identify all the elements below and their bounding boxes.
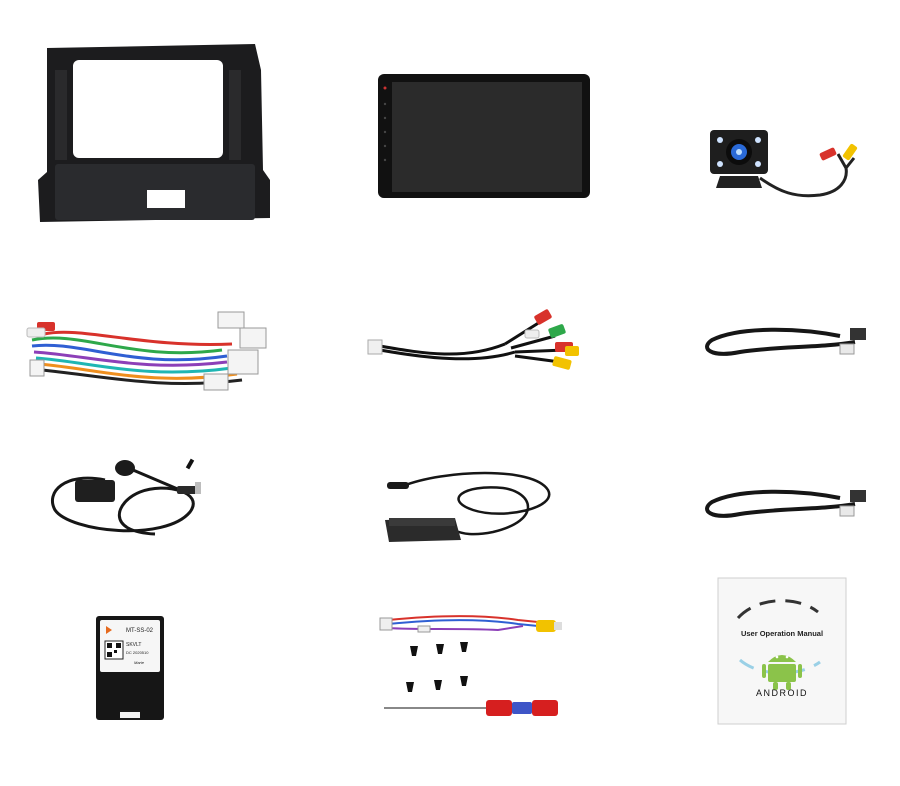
extension-cable-2 (700, 480, 870, 525)
rear-view-camera (700, 120, 870, 210)
canbus-brand: Marie (134, 660, 145, 665)
gps-antenna (383, 462, 558, 552)
screen-display (392, 82, 582, 192)
user-manual: User Operation Manual ANDROID (717, 577, 847, 725)
canbus-line1: SKVLT (126, 642, 141, 648)
manual-android-label: ANDROID (756, 688, 808, 698)
accessory-kit-cable-screws-screwdriver (378, 610, 568, 722)
rca-audio-video-cable (365, 300, 590, 375)
canbus-decoder-box: MT-SS-02 SKVLT DC 2020510 Marie (96, 616, 164, 720)
external-microphone (45, 452, 220, 552)
canbus-model: MT-SS-02 (126, 628, 154, 634)
main-wiring-harness (22, 300, 272, 400)
canbus-line2: DC 2020510 (126, 650, 149, 655)
extension-cable-1 (700, 318, 870, 363)
android-robot-icon (762, 655, 802, 690)
head-unit-touchscreen (378, 74, 590, 198)
dash-mounting-frame (35, 40, 275, 230)
manual-title: User Operation Manual (741, 629, 823, 638)
